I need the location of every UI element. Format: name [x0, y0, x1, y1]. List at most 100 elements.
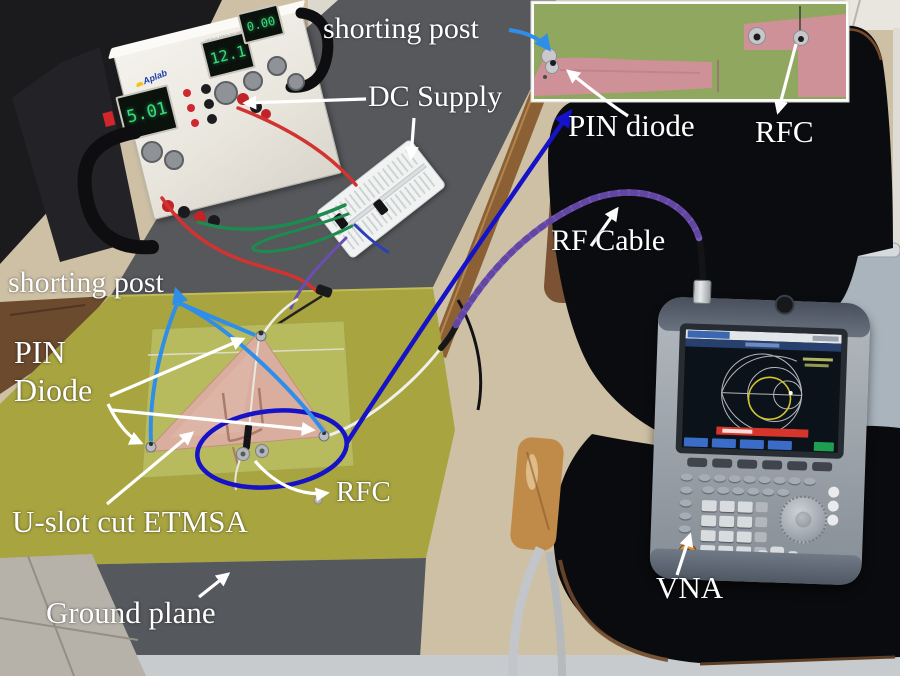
chrome-bar: [851, 242, 900, 258]
smith-chart: [721, 353, 803, 435]
antenna-substrate: [141, 320, 355, 479]
label-rfc-main: RFC: [336, 476, 391, 508]
inset-solder-blobs: [541, 27, 809, 79]
vna-n-connector: [692, 279, 712, 305]
rf-cable-black-end: [695, 235, 708, 304]
red-wire: [236, 106, 358, 187]
psu-brand-logo: Aplab: [134, 68, 169, 90]
wall-patch-right: [830, 250, 900, 432]
vna-fkey: [811, 461, 833, 472]
vna-power-button: [677, 543, 698, 563]
annotation-arrow-shorting-top: [508, 28, 552, 52]
arrow-pin-diode-right: [111, 408, 316, 436]
vna-round-button: [827, 500, 839, 512]
chair-seat: [553, 425, 900, 664]
vna-top-cap: [657, 296, 871, 338]
black-cable-dangling: [456, 299, 483, 411]
breadboard-clip: [333, 213, 349, 229]
arrow-pin-diode-top: [109, 336, 246, 398]
chair-backrest: [548, 25, 893, 452]
green-wire: [196, 203, 347, 231]
psu-handle-right: [285, 7, 334, 93]
table-wood-edge: [430, 82, 550, 358]
arrow-pin-diode-inset: [565, 69, 629, 118]
table-top: [110, 0, 556, 297]
rf-cable-braid: [452, 189, 703, 329]
green-wire-loop: [251, 212, 354, 254]
vna-arrow-down: [769, 558, 784, 569]
vna-fkey: [762, 460, 783, 470]
bench-front: [0, 558, 426, 660]
white-wire-top: [261, 297, 299, 335]
psu-side-panel: [12, 47, 140, 262]
vna-marker-bar: [716, 426, 809, 438]
wall-gap: [308, 0, 372, 84]
annotation-arrows-white: [105, 43, 798, 599]
psu-power-switch: [102, 110, 116, 128]
arrow-dc-supply-down: [404, 117, 419, 161]
arrow-rfc-inset: [774, 43, 798, 115]
breadboard-clip-2: [373, 199, 389, 215]
vna-green-button: [817, 562, 835, 580]
chair-wood-frame: [544, 184, 586, 304]
psu-top-edge: [108, 0, 306, 60]
annotation-lines-shorting-left: [148, 286, 326, 442]
smith-trace: [747, 376, 792, 421]
bench-wood: [0, 296, 108, 394]
black-lead: [264, 294, 323, 335]
vna-screen-statusbar: [685, 338, 842, 352]
arrow-rfc-main: [253, 459, 330, 502]
clip-black: [315, 284, 333, 298]
label-shorting-post-top: shorting post: [323, 12, 479, 45]
vna-screen: [681, 329, 842, 453]
label-diode: Diode: [14, 372, 93, 408]
chair-leg-chrome-2: [545, 551, 566, 676]
psu-handle-left: [77, 125, 159, 255]
label-dc-supply: DC Supply: [368, 80, 503, 113]
vna-annot-yellow: [802, 357, 833, 362]
breadboard-groove: [335, 162, 427, 236]
shorting-posts: [145, 330, 330, 453]
label-rfc-inset: RFC: [755, 114, 814, 149]
floor-tiles-topright: [845, 0, 900, 30]
annotation-arrow-to-inset: [344, 109, 573, 446]
vna-screen-bezel: [675, 323, 848, 459]
vna-fkey: [712, 458, 733, 469]
vna-rotary-knob: [778, 494, 829, 545]
label-vna: VNA: [656, 570, 724, 605]
chair-leg-chrome: [508, 546, 545, 676]
vna-device: [649, 279, 871, 586]
arrow-ground-plane: [198, 572, 231, 599]
arrow-vna: [675, 532, 694, 576]
vna-bottom-cap: [649, 548, 863, 586]
floor-tiles-bottomleft: [0, 554, 146, 676]
vna-top-knob: [774, 294, 796, 316]
psu-display-voltage-mid: 12.1: [200, 30, 256, 80]
inset-photo: [530, 0, 850, 103]
vna-fkey: [687, 457, 708, 468]
u-slot-cut: [221, 387, 265, 467]
vna-softkey-row: [682, 437, 838, 452]
white-wire-down: [246, 338, 260, 453]
label-u-slot-etmsa: U-slot cut ETMSA: [12, 504, 248, 539]
rf-adapter: [438, 323, 459, 351]
vna-arrow-up: [769, 546, 785, 557]
breadboard: [315, 138, 447, 260]
label-rf-cable: RF Cable: [551, 224, 666, 257]
arrow-u-slot: [105, 431, 195, 506]
vna-arrow-right: [787, 551, 799, 566]
white-wire-feed: [234, 456, 242, 491]
vna-body: [649, 296, 871, 586]
psu-display-current-right: 0.00: [236, 3, 286, 45]
vna-arrow-left: [757, 550, 769, 565]
white-coax-right: [326, 347, 443, 438]
vna-fkey: [737, 459, 758, 469]
label-shorting-post-left: shorting post: [8, 266, 164, 299]
vna-fkey: [787, 460, 808, 471]
chair-armrest-wood: [510, 437, 564, 551]
psu-buttons: [183, 84, 217, 127]
